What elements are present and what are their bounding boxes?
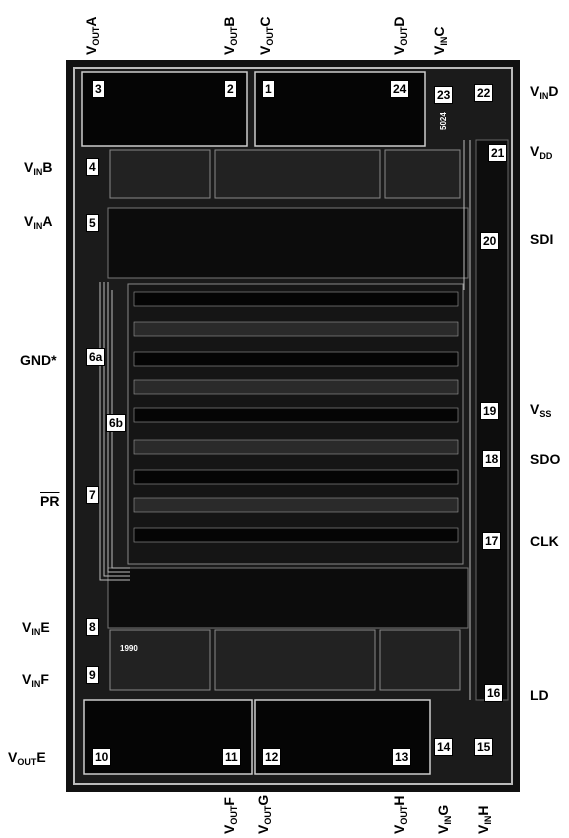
pad-3: 3 bbox=[92, 80, 105, 98]
label-vout-b: VOUTB bbox=[221, 16, 239, 55]
pad-14: 14 bbox=[434, 738, 454, 756]
logic-row bbox=[133, 439, 459, 455]
label-vdd: VDD bbox=[530, 143, 553, 161]
pad-6a: 6a bbox=[86, 348, 106, 366]
logic-row bbox=[133, 291, 459, 307]
pad-6b: 6b bbox=[106, 414, 127, 432]
logic-row bbox=[133, 407, 459, 423]
pad-5: 5 bbox=[86, 214, 99, 232]
label-vout-f: VOUTF bbox=[221, 797, 239, 834]
label-vss: VSS bbox=[530, 401, 552, 419]
label-sdi: SDI bbox=[530, 231, 554, 247]
ladder-d bbox=[384, 149, 461, 199]
pad-20: 20 bbox=[480, 232, 500, 250]
left-bus-lines bbox=[99, 282, 130, 581]
pad-15: 15 bbox=[474, 738, 494, 756]
pad-16: 16 bbox=[484, 684, 504, 702]
label-vin-e: VINE bbox=[22, 619, 50, 637]
amp-band-bottom bbox=[107, 567, 469, 629]
ladder-a bbox=[109, 149, 211, 199]
pad-2: 2 bbox=[224, 80, 237, 98]
pad-17: 17 bbox=[482, 532, 502, 550]
label-ld: LD bbox=[530, 687, 549, 703]
logic-row bbox=[133, 321, 459, 337]
logic-row bbox=[133, 351, 459, 367]
label-pr: PR bbox=[40, 493, 60, 509]
label-vin-d: VIND bbox=[530, 83, 559, 101]
label-sdo: SDO bbox=[530, 451, 561, 467]
label-vout-a: VOUTA bbox=[83, 16, 101, 55]
pad-18: 18 bbox=[482, 450, 502, 468]
pad-1: 1 bbox=[262, 80, 275, 98]
pad-19: 19 bbox=[480, 402, 500, 420]
pad-9: 9 bbox=[86, 666, 99, 684]
label-vin-b: VINB bbox=[24, 159, 53, 177]
pad-7: 7 bbox=[86, 486, 99, 504]
ladder-fg bbox=[214, 629, 376, 691]
label-vout-d: VOUTD bbox=[391, 16, 409, 55]
output-block-ab bbox=[81, 71, 248, 147]
label-vin-a: VINA bbox=[24, 213, 53, 231]
logic-row bbox=[133, 527, 459, 543]
logic-row bbox=[133, 469, 459, 485]
pad-11: 11 bbox=[222, 748, 241, 766]
pad-24: 24 bbox=[390, 80, 410, 98]
ladder-h bbox=[379, 629, 461, 691]
label-clk: CLK bbox=[530, 533, 559, 549]
right-column bbox=[475, 139, 509, 701]
pad-12: 12 bbox=[262, 748, 282, 766]
pad-21: 21 bbox=[488, 144, 508, 162]
label-vout-h: VOUTH bbox=[391, 795, 409, 834]
pad-22: 22 bbox=[474, 84, 494, 102]
label-vout-c: VOUTC bbox=[257, 16, 275, 55]
pad-13: 13 bbox=[392, 748, 412, 766]
label-vin-c: VINC bbox=[431, 26, 449, 55]
logic-row bbox=[133, 379, 459, 395]
die-marking: 5024 bbox=[439, 112, 448, 130]
pad-4: 4 bbox=[86, 158, 99, 176]
label-vout-g: VOUTG bbox=[255, 794, 273, 834]
amp-band-top bbox=[107, 207, 469, 279]
pad-10: 10 bbox=[92, 748, 112, 766]
pad-8: 8 bbox=[86, 618, 99, 636]
label-gnd: GND* bbox=[20, 352, 57, 368]
ladder-e bbox=[109, 629, 211, 691]
label-vin-h: VINH bbox=[475, 805, 493, 834]
die-year: 1990 bbox=[120, 644, 138, 653]
pad-23: 23 bbox=[434, 86, 454, 104]
logic-stripes bbox=[133, 291, 459, 543]
right-bus-lines bbox=[463, 140, 471, 700]
label-vin-f: VINF bbox=[22, 671, 49, 689]
logic-row bbox=[133, 497, 459, 513]
ladder-bc bbox=[214, 149, 381, 199]
label-vin-g: VING bbox=[435, 804, 453, 834]
label-vout-e: VOUTE bbox=[8, 749, 46, 767]
